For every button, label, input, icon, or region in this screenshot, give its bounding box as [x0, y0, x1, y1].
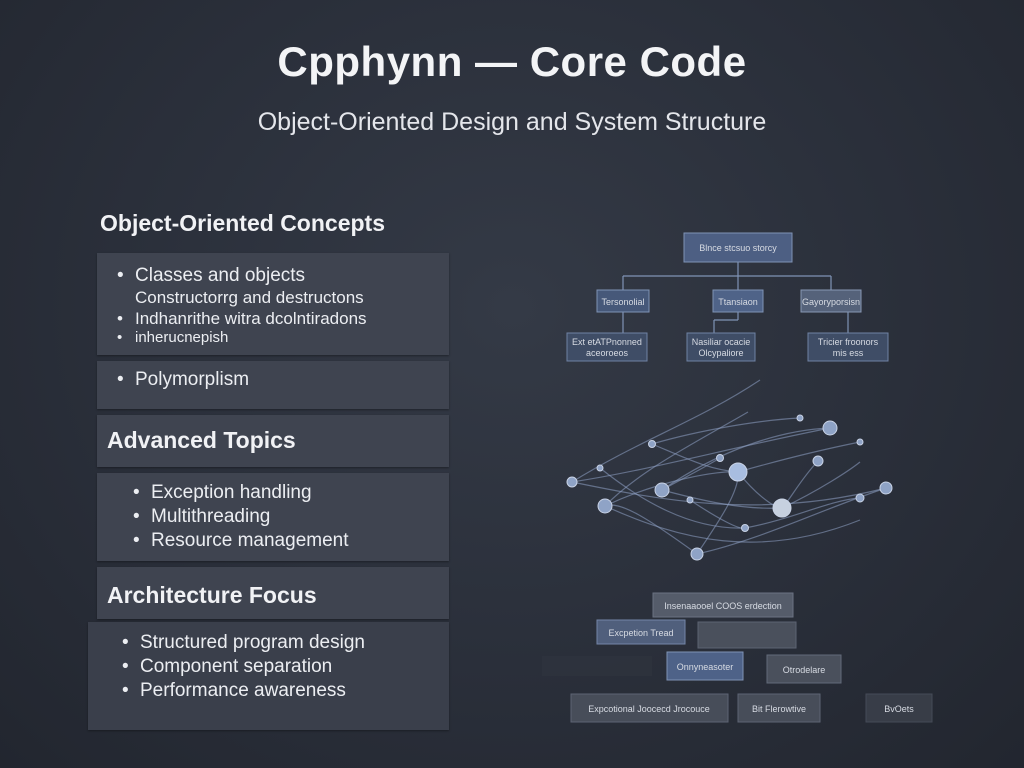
graph-node	[648, 440, 656, 448]
graph-node	[716, 454, 724, 462]
section-heading-oop: Object-Oriented Concepts	[100, 210, 385, 236]
tree-leaf: Ext etATPnonned aceoroeos	[566, 332, 648, 362]
tree-node-label: Gayoryporsisn	[802, 297, 860, 307]
block-label: BvOets	[884, 704, 914, 714]
graph-node	[686, 496, 694, 504]
graph-node	[796, 414, 804, 422]
block-label: Expcotional Joocecd Jrocouce	[588, 704, 710, 714]
architecture-panel: •Structured program design •Component se…	[88, 622, 449, 730]
block-label: Excpetion Tread	[608, 628, 673, 638]
network-edges	[571, 379, 887, 555]
tree-leaf-label: Ext etATPnonned	[572, 337, 642, 347]
tree-node: Ttansiaon	[712, 289, 764, 313]
graph-node	[812, 455, 824, 467]
list-item: •Structured program design	[122, 632, 365, 653]
list-item: •Resource management	[133, 530, 349, 551]
list-item: •Exception handling	[133, 482, 312, 503]
graph-node	[654, 482, 670, 498]
tree-leaf-label: Olcypaliore	[698, 348, 743, 358]
advanced-panel: •Exception handling •Multithreading •Res…	[97, 473, 449, 561]
tree-connectors	[622, 262, 849, 333]
tree-root-label: Blnce stcsuo storcy	[699, 243, 777, 253]
tree-node: Tersonolial	[596, 289, 650, 313]
tree-leaf: Nasiliar ocacie Olcypaliore	[686, 332, 756, 362]
list-item: •Polymorplism	[117, 369, 250, 390]
graph-node	[728, 462, 748, 482]
architecture-heading-panel: Architecture Focus	[97, 567, 449, 619]
block-label: Onnyneasoter	[677, 662, 734, 672]
section-heading-advanced: Advanced Topics	[107, 427, 296, 453]
graph-node	[822, 420, 838, 436]
tree-leaf-label: Tricier froonors	[818, 337, 879, 347]
list-item: •inherucnepish	[117, 329, 229, 346]
graph-node	[566, 476, 578, 488]
graph-node	[741, 524, 749, 532]
block-label: Otrodelare	[783, 665, 826, 675]
list-item: •Indhanrithe witra dcolntiradons	[117, 309, 367, 328]
network-nodes	[566, 414, 893, 561]
page-title: Cpphynn — Core Code	[277, 38, 747, 85]
tree-node-label: Tersonolial	[601, 297, 644, 307]
tree-node-label: Ttansiaon	[718, 297, 758, 307]
graph-node	[690, 547, 704, 561]
graph-node	[856, 438, 864, 446]
graph-node	[596, 464, 604, 472]
list-item: Constructorrg and destructons	[135, 288, 364, 307]
tree-leaf-label: mis ess	[833, 348, 864, 358]
oop-panel-2: •Polymorplism	[97, 361, 449, 409]
tree-root: Blnce stcsuo storcy	[683, 232, 793, 263]
tree-node: Gayoryporsisn	[800, 289, 862, 313]
graph-node	[879, 481, 893, 495]
block-label: Bit Flerowtive	[752, 704, 806, 714]
graph-node	[772, 498, 792, 518]
tree-leaf: Tricier froonors mis ess	[807, 332, 889, 362]
graph-node	[597, 498, 613, 514]
block-label: Insenaaooel COOS erdection	[664, 601, 782, 611]
component-blocks: Insenaaooel COOS erdection Excpetion Tre…	[542, 592, 933, 723]
list-item: •Component separation	[122, 656, 333, 677]
tree-leaf-label: Nasiliar ocacie	[692, 337, 751, 347]
list-item: •Classes and objects	[117, 265, 306, 286]
graph-node	[855, 493, 865, 503]
section-heading-architecture: Architecture Focus	[107, 582, 317, 608]
advanced-heading-panel: Advanced Topics	[97, 415, 449, 467]
list-item: •Multithreading	[133, 506, 271, 527]
list-item: •Performance awareness	[122, 680, 346, 701]
oop-panel-1: •Classes and objects Constructorrg and d…	[97, 253, 449, 355]
tree-leaf-label: aceoroeos	[586, 348, 629, 358]
page-subtitle: Object-Oriented Design and System Struct…	[257, 108, 767, 136]
